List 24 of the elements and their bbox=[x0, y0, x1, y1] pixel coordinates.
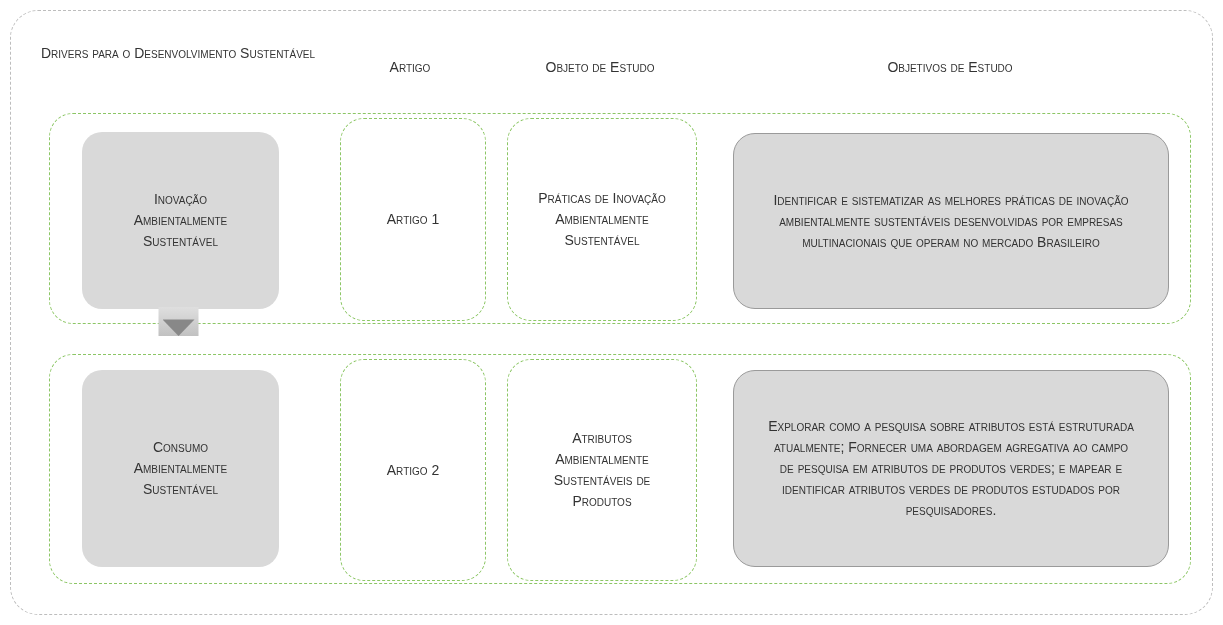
column-header: Objetivos de Estudo bbox=[886, 58, 1014, 77]
row-band bbox=[49, 113, 1191, 324]
node-text: Consumo Ambientalmente Sustentável bbox=[132, 438, 229, 499]
row-band bbox=[49, 354, 1191, 584]
node-text: Explorar como a pesquisa sobre atributos está estruturada atualmente; Fornecer uma abordagem agregativa ao campo de pesquisa em atributos de produtos verdes; e mapear e identificar atributos verdes de produtos estudados por pesquisadores. bbox=[768, 417, 1134, 520]
node-text: Artigo 2 bbox=[386, 460, 440, 480]
column-header: Artigo bbox=[388, 58, 432, 77]
objective-box bbox=[733, 133, 1169, 309]
node-text: Atributos Ambientalmente Sustentáveis de Produtos bbox=[552, 429, 652, 511]
node-text: Identificar e sistematizar as melhores práticas de inovação ambientalmente sustentáveis desenvolvidas por empresas multinacionais que operam no mercado Brasileiro bbox=[772, 190, 1130, 252]
outer-frame bbox=[10, 10, 1213, 615]
dashed-box bbox=[340, 359, 486, 581]
driver-box bbox=[82, 370, 279, 567]
column-header: Drivers para o Desenvolvimento Sustentável bbox=[39, 44, 317, 63]
objective-box bbox=[733, 370, 1169, 567]
dashed-box bbox=[340, 118, 486, 321]
column-header: Objeto de Estudo bbox=[544, 58, 656, 77]
dashed-box bbox=[507, 118, 697, 321]
node-text: Artigo 1 bbox=[386, 210, 440, 229]
node-text: Práticas de Inovação Ambientalmente Sustentável bbox=[537, 189, 667, 250]
driver-box bbox=[82, 132, 279, 309]
dashed-box bbox=[507, 359, 697, 581]
node-text: Inovação Ambientalmente Sustentável bbox=[132, 190, 229, 251]
block-arrow bbox=[158, 307, 199, 336]
